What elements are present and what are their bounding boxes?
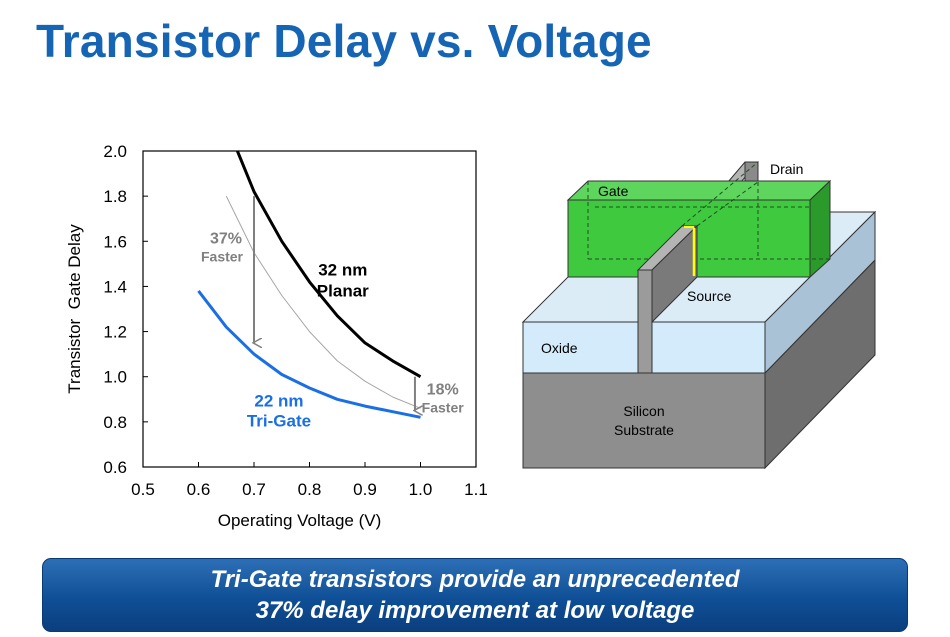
y-tick-label: 1.6 <box>103 232 127 251</box>
label-planar: Planar <box>317 282 369 301</box>
tri-gate-diagram: Drain Gate Source Oxide Silicon Substrat… <box>521 161 877 470</box>
series-line-0 <box>236 150 422 379</box>
x-tick-label: 1.0 <box>409 480 433 499</box>
hidden-edges <box>587 161 830 260</box>
label-oxide: Oxide <box>541 340 578 356</box>
slide-title: Transistor Delay vs. Voltage <box>36 15 652 67</box>
y-tick-label: 1.4 <box>103 277 127 296</box>
series-line-2 <box>197 289 421 419</box>
label-32nm: 32 nm <box>318 261 367 280</box>
annotation-37pct-word: Faster <box>201 248 244 264</box>
y-tick-label: 1.8 <box>103 187 127 206</box>
label-source: Source <box>687 288 732 304</box>
oxide-front-face-right <box>651 321 766 374</box>
label-trigate: Tri-Gate <box>247 412 311 431</box>
label-substrate: Substrate <box>614 422 674 438</box>
y-tick-label: 0.8 <box>103 413 127 432</box>
x-axis-label: Operating Voltage (V) <box>218 511 381 530</box>
x-tick-label: 0.5 <box>131 480 155 499</box>
x-tick-label: 0.8 <box>298 480 322 499</box>
annotation-37pct: 37% <box>210 230 242 247</box>
y-tick-label: 0.6 <box>103 458 127 477</box>
label-silicon: Silicon <box>623 403 664 419</box>
chart-series <box>197 150 422 419</box>
fin-source-front <box>637 269 653 374</box>
x-tick-label: 0.6 <box>187 480 211 499</box>
y-tick-label: 1.2 <box>103 323 127 342</box>
y-tick-label: 1.0 <box>103 368 127 387</box>
label-drain: Drain <box>770 161 803 177</box>
annotation-18pct: 18% <box>427 382 459 399</box>
banner-line-2: 37% delay improvement at low voltage <box>255 597 695 624</box>
summary-banner: Tri-Gate transistors provide an unpreced… <box>42 558 908 632</box>
label-22nm: 22 nm <box>254 392 303 411</box>
series-line-1 <box>225 195 421 409</box>
x-tick-label: 0.9 <box>353 480 377 499</box>
banner-line-1: Tri-Gate transistors provide an unpreced… <box>210 566 740 593</box>
delay-chart: Operating Voltage (V) Transistor Gate Del… <box>65 142 488 530</box>
x-tick-label: 0.7 <box>242 480 266 499</box>
fin-drain-side <box>744 161 759 183</box>
x-tick-label: 1.1 <box>464 480 488 499</box>
y-axis-label: Transistor Gate Delay <box>65 224 84 394</box>
label-gate: Gate <box>598 183 629 199</box>
annotation-18pct-word: Faster <box>422 400 465 416</box>
y-tick-label: 2.0 <box>103 142 127 161</box>
substrate-front-face <box>522 372 766 469</box>
